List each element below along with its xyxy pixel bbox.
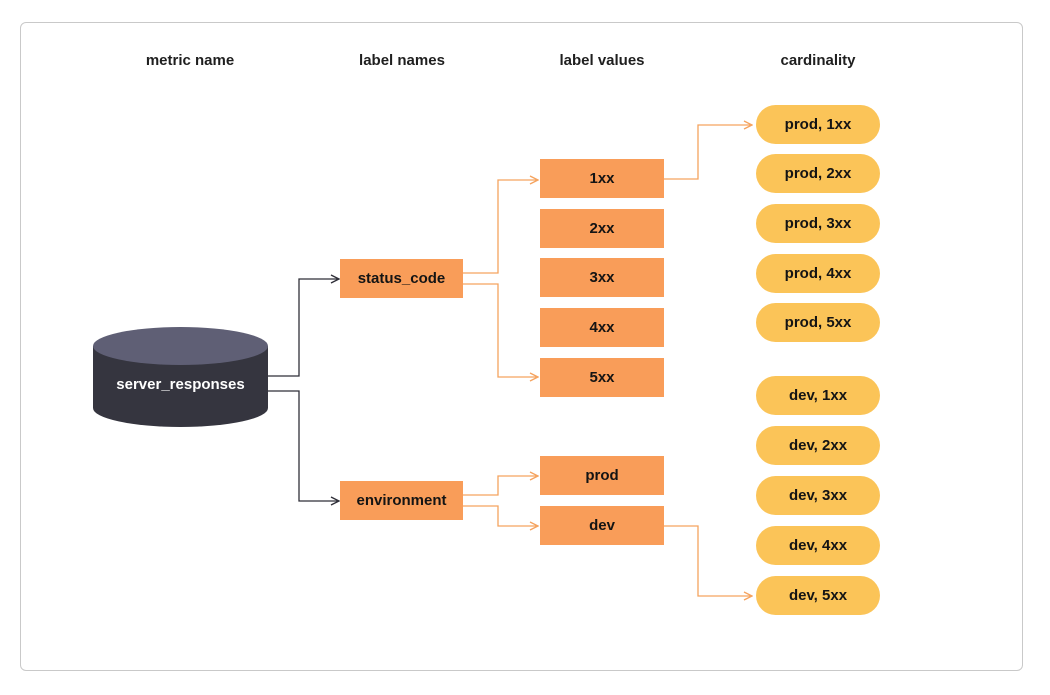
cardinality-prod-4xx: prod, 4xx — [756, 254, 880, 293]
cardinality-prod-2xx: prod, 2xx — [756, 154, 880, 193]
connector-environment-dev — [463, 505, 538, 526]
cardinality-dev-5xx: dev, 5xx — [756, 576, 880, 615]
cardinality-dev-1xx: dev, 1xx — [756, 376, 880, 415]
metric-name-label: server_responses — [116, 376, 245, 393]
connector-status-code-5xx — [463, 283, 538, 377]
connector-1xx-prod-1xx — [663, 125, 752, 180]
label-value-dev: dev — [540, 506, 664, 545]
connector-metric-status-code — [268, 279, 339, 377]
database-cylinder-icon — [93, 327, 268, 427]
label-name-status-code: status_code — [340, 259, 463, 298]
label-value-1xx: 1xx — [540, 159, 664, 198]
header-label-values: label values — [559, 52, 645, 69]
label-name-environment: environment — [340, 481, 463, 520]
header-cardinality: cardinality — [780, 52, 856, 69]
connector-dev-dev-5xx — [663, 525, 752, 596]
label-value-5xx: 5xx — [540, 358, 664, 397]
cardinality-dev-4xx: dev, 4xx — [756, 526, 880, 565]
label-value-3xx: 3xx — [540, 258, 664, 297]
header-metric-name: metric name — [145, 52, 235, 69]
label-value-4xx: 4xx — [540, 308, 664, 347]
connector-status-code-1xx — [463, 180, 538, 274]
cardinality-prod-1xx: prod, 1xx — [756, 105, 880, 144]
cardinality-dev-3xx: dev, 3xx — [756, 476, 880, 515]
label-value-prod: prod — [540, 456, 664, 495]
label-value-2xx: 2xx — [540, 209, 664, 248]
cardinality-prod-3xx: prod, 3xx — [756, 204, 880, 243]
cardinality-dev-2xx: dev, 2xx — [756, 426, 880, 465]
connector-environment-prod — [463, 476, 538, 496]
connector-metric-environment — [268, 390, 339, 501]
header-label-names: label names — [359, 52, 445, 69]
cardinality-prod-5xx: prod, 5xx — [756, 303, 880, 342]
